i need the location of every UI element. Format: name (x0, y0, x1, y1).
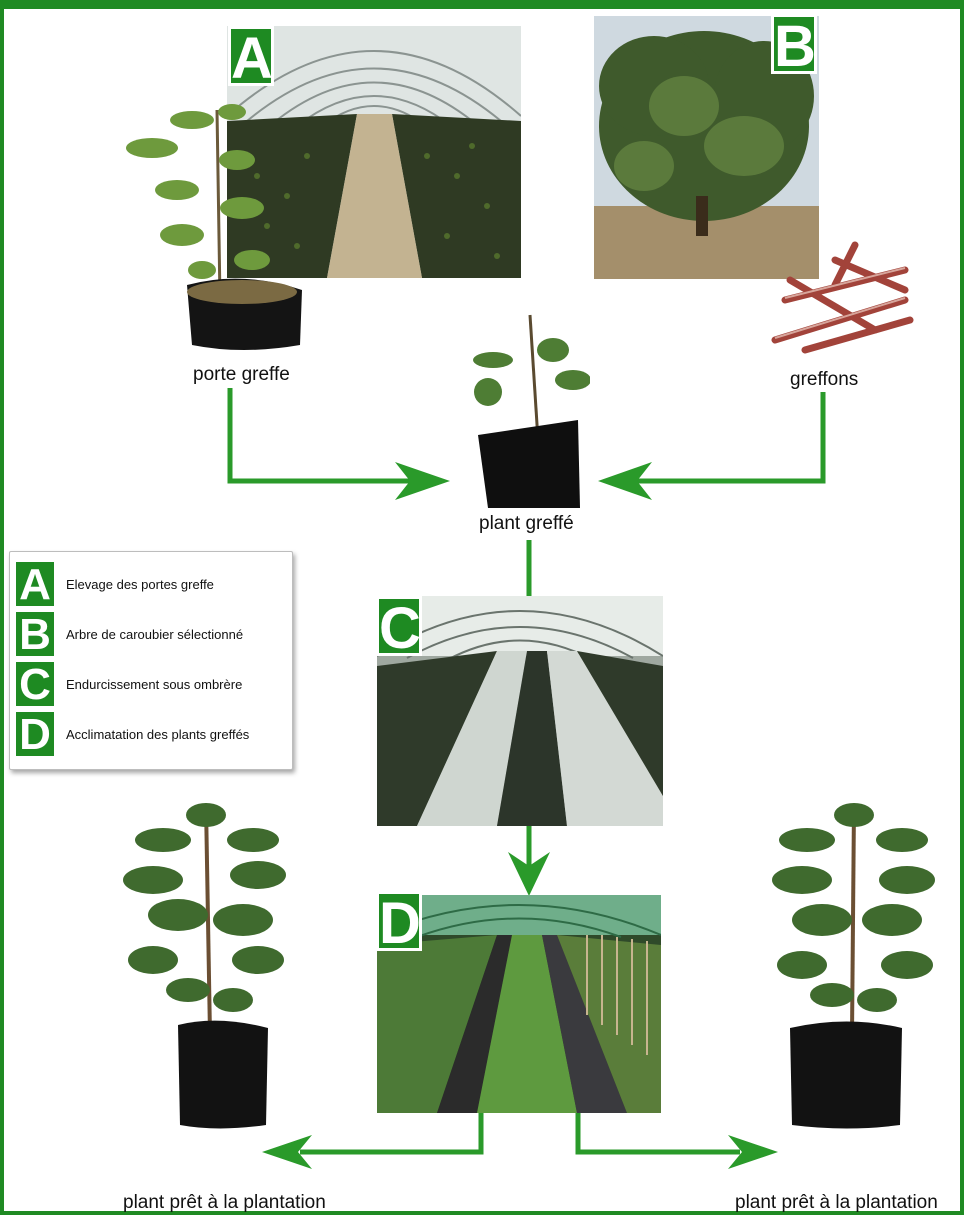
caption-scions: greffons (790, 369, 859, 390)
arrow-rootstock-to-graft (227, 388, 410, 484)
legend-badge: B (16, 612, 54, 658)
badge-b: B (771, 14, 817, 77)
rootstock-seedling (122, 100, 312, 352)
photo-hardening-shade (377, 596, 663, 826)
seedling-icon (126, 104, 302, 350)
legend-badge: A (16, 562, 54, 608)
tree-icon (772, 803, 935, 1129)
tree-icon (123, 803, 286, 1129)
legend-item: B Arbre de caroubier sélectionné (16, 612, 286, 658)
arrow-d-to-left (300, 1113, 484, 1155)
legend-item: D Acclimatation des plants greffés (16, 712, 286, 758)
arrowhead-down-1 (508, 852, 550, 896)
arrowhead-right-2 (728, 1135, 778, 1169)
ready-plant-left (118, 800, 293, 1132)
greenhouse-icon (377, 895, 661, 1113)
arrowhead-left-2 (262, 1135, 312, 1169)
badge-c: C (376, 596, 422, 659)
photo-greenhouse-rootstock (227, 26, 521, 278)
caption-ready-right: plant prêt à la plantation (735, 1192, 938, 1213)
greenhouse-icon (227, 26, 521, 278)
legend-item: C Endurcissement sous ombrère (16, 662, 286, 708)
caption-ready-left: plant prêt à la plantation (123, 1192, 326, 1213)
seedling-icon (473, 314, 590, 508)
legend-item: A Elevage des portes greffe (16, 562, 286, 608)
badge-a: A (228, 26, 274, 89)
caption-rootstock: porte greffe (193, 364, 290, 385)
legend-badge: C (16, 662, 54, 708)
legend-badge: D (16, 712, 54, 758)
photo-acclimatization (377, 895, 661, 1113)
grafted-plant (468, 310, 590, 510)
ready-plant-right (762, 800, 942, 1132)
scions-icon (771, 241, 914, 354)
badge-d: D (376, 891, 422, 954)
scions-bundle (765, 240, 915, 355)
legend-label: Acclimatation des plants greffés (66, 727, 250, 742)
legend-label: Endurcissement sous ombrère (66, 677, 243, 692)
arrow-scions-to-graft (625, 392, 826, 484)
arrowhead-right-1 (395, 462, 450, 500)
arrow-d-to-right (575, 1113, 740, 1155)
arrowhead-left-1 (598, 462, 652, 500)
caption-grafted-plant: plant greffé (479, 513, 574, 534)
greenhouse-icon (377, 596, 663, 826)
legend-box: A Elevage des portes greffe B Arbre de c… (9, 551, 293, 770)
legend-label: Arbre de caroubier sélectionné (66, 627, 244, 642)
legend-label: Elevage des portes greffe (66, 577, 214, 592)
